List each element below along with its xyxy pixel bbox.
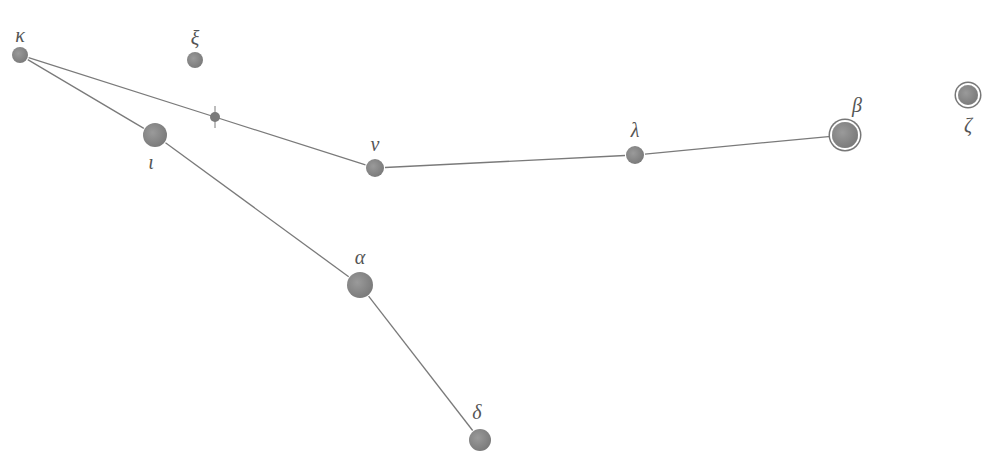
star: ξ: [187, 52, 203, 68]
constellation-line: [29, 58, 366, 165]
star: ν: [366, 159, 384, 177]
star-letter: ξ: [190, 28, 201, 48]
star-letter: β: [851, 95, 863, 115]
star: κ: [12, 47, 28, 63]
constellation-line: [369, 296, 473, 430]
star: β: [832, 122, 858, 148]
constellation-line: [28, 60, 144, 129]
constellation-line: [165, 143, 348, 277]
star-letter: ι: [147, 152, 155, 172]
star-letter: κ: [14, 25, 26, 45]
star-letter: ζ: [963, 115, 973, 135]
star: δ: [469, 429, 491, 451]
star-letter: λ: [630, 120, 641, 140]
constellation-line: [385, 155, 625, 167]
star-spike: [215, 106, 216, 128]
star: λ: [626, 146, 644, 164]
star-letter: α: [354, 247, 367, 267]
star: ι: [143, 123, 167, 147]
star-letter: ν: [370, 134, 381, 154]
star-letter: δ: [471, 402, 482, 422]
star: ζ: [958, 85, 978, 105]
constellation-line: [645, 136, 831, 154]
star: α: [347, 272, 373, 298]
